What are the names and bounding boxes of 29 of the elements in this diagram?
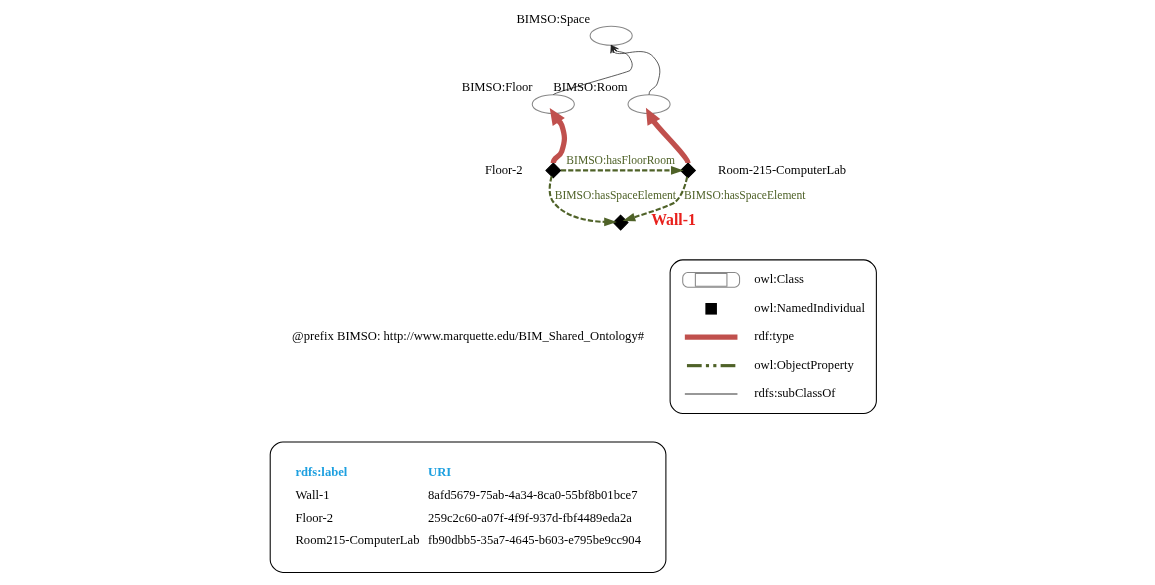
legend-label: owl:ObjectProperty <box>754 357 854 372</box>
legend-label: owl:NamedIndividual <box>754 301 865 316</box>
node-label: BIMSO:Space <box>516 11 591 26</box>
node-label: Room-215-ComputerLab <box>717 162 847 177</box>
arrow <box>610 44 661 96</box>
node-label: Floor-2 <box>484 162 523 177</box>
node-diamond <box>679 162 697 179</box>
edge-label: BIMSO:hasSpaceElement <box>554 188 677 202</box>
arrow <box>552 44 633 96</box>
node-ellipse <box>589 25 633 46</box>
arrow <box>560 166 684 175</box>
node-label: Wall-1 <box>651 211 696 229</box>
node-ellipse <box>531 94 575 115</box>
legend-label: owl:Class <box>754 272 805 287</box>
node-box: rdfs:label URI Wall-1 8afd5679-75ab-4a34-8ca0-55bf8b01bce7 Floor-2 259c2c60-a07f-4f9f-937d-fbf4489eda2a Room215-ComputerLab fb90dbb5-35a7-4645-b603-e795be9cc904 <box>269 441 667 573</box>
edge-label: BIMSO:hasFloorRoom <box>566 153 675 167</box>
arrow <box>622 176 689 222</box>
node-diamond <box>545 162 562 179</box>
arrow <box>549 108 568 164</box>
label: @prefix BIMSO: http://www.marquette.edu/BIM_Shared_Ontology# <box>292 328 645 343</box>
node-diamond <box>612 214 629 231</box>
node-ellipse <box>627 94 671 115</box>
edge-label: BIMSO:hasSpaceElement <box>684 188 806 202</box>
legend-label: rdf:type <box>754 329 795 344</box>
arrow <box>645 107 691 164</box>
node-label: BIMSO:Room <box>553 80 628 95</box>
arrow <box>548 176 617 227</box>
node-label: BIMSO:Floor <box>461 80 533 95</box>
legend-label: rdfs:subClassOf <box>754 386 836 401</box>
